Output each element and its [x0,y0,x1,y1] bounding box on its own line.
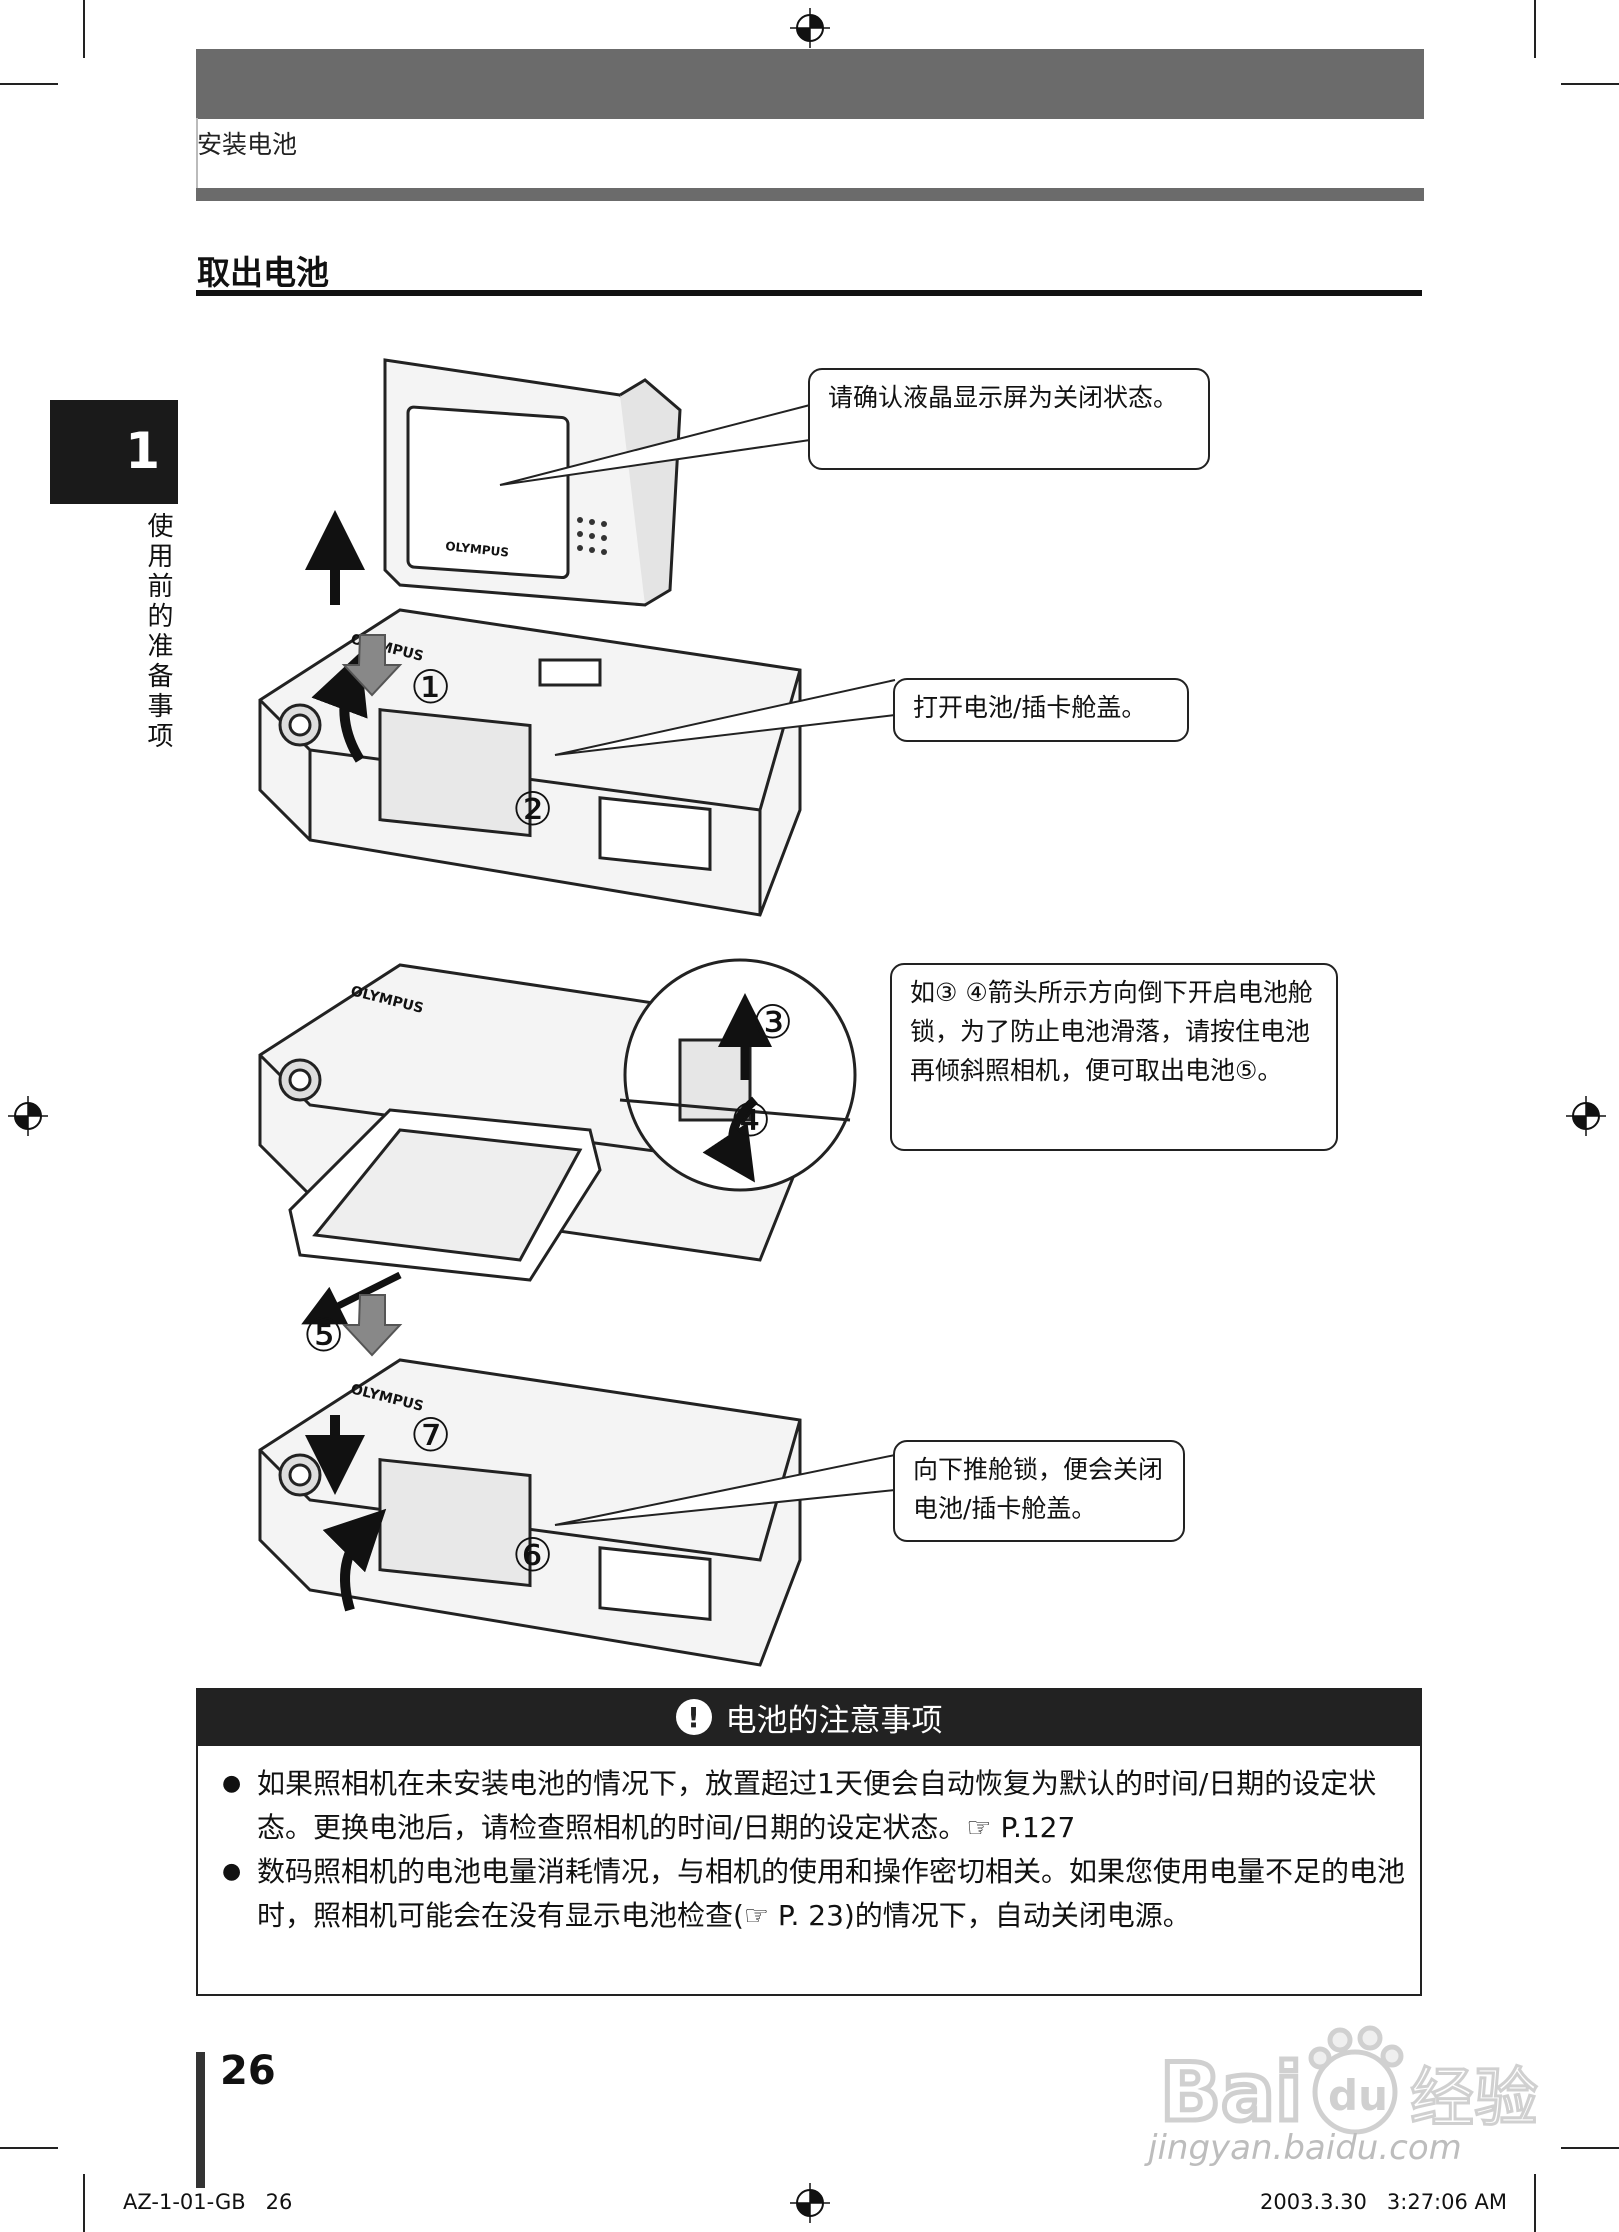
header-divider [196,118,198,190]
page-number-bar [196,2052,205,2188]
running-title: 安装电池 [197,130,298,159]
bullet-icon: ● [222,1859,242,1884]
step-label-1: ① [410,660,452,714]
footer-job-id: AZ-1-01-GB 26 [123,2190,293,2214]
step-label-7: ⑦ [410,1408,452,1462]
registration-mark-top [790,8,830,48]
section-rule [196,290,1422,296]
list-item: ● 数码照相机的电池电量消耗情况，与相机的使用和操作密切相关。如果您使用电量不足… [222,1850,1412,1938]
callout-open-cover: 打开电池/插卡舱盖。 [893,678,1189,742]
registration-mark-bottom [790,2183,830,2223]
step-label-5: ⑤ [303,1308,345,1362]
footer-timestamp: 2003.3.30 3:27:06 AM [1260,2190,1508,2214]
baidu-watermark-logo: Bai du 经验 [1158,2025,1540,2142]
header-bar [196,49,1424,119]
camera-battery-out [258,958,857,1282]
svg-text:du: du [1328,2071,1388,2120]
caution-title: 电池的注意事项 [725,1702,943,1739]
caution-header: ! 电池的注意事项 [196,1688,1422,1746]
section-title: 取出电池 [197,253,329,292]
callout-remove-battery: 如③ ④箭头所示方向倒下开启电池舱锁，为了防止电池滑落，请按住电池再倾斜照相机，… [890,963,1338,1151]
step-label-2: ② [512,782,554,836]
page-number: 26 [220,2048,276,2094]
header-rule [196,188,1424,201]
svg-text:经验: 经验 [1410,2062,1538,2136]
callout-lcd-off: 请确认液晶显示屏为关闭状态。 [808,368,1210,470]
caution-list: ● 如果照相机在未安装电池的情况下，放置超过1天便会自动恢复为默认的时间/日期的… [222,1762,1412,1938]
svg-text:Bai: Bai [1160,2046,1302,2139]
registration-mark-right [1566,1096,1606,1136]
watermark-text: jingyan.baidu.com [1148,2128,1462,2168]
callout-close-cover: 向下推舱锁，便会关闭电池/插卡舱盖。 [893,1440,1185,1542]
chapter-tab: 1 [50,400,178,504]
camera-front-view: OLYMPUS [383,358,682,607]
step-label-4: ④ [730,1093,772,1147]
warning-icon: ! [675,1699,712,1735]
bullet-icon: ● [222,1771,242,1796]
registration-mark-left [8,1096,48,1136]
list-item: ● 如果照相机在未安装电池的情况下，放置超过1天便会自动恢复为默认的时间/日期的… [222,1762,1412,1850]
chapter-title: 使用前的准备事项 [143,512,173,752]
step-label-3: ③ [752,995,794,1049]
step-label-6: ⑥ [512,1528,554,1582]
camera-close-cover [258,1358,802,1667]
camera-open-cover [258,608,802,917]
camera-brand-label: OLYMPUS [445,539,510,560]
battery-removal-illustration: OLYMPUS OLYMPUS OLYMPUS [258,358,857,1667]
